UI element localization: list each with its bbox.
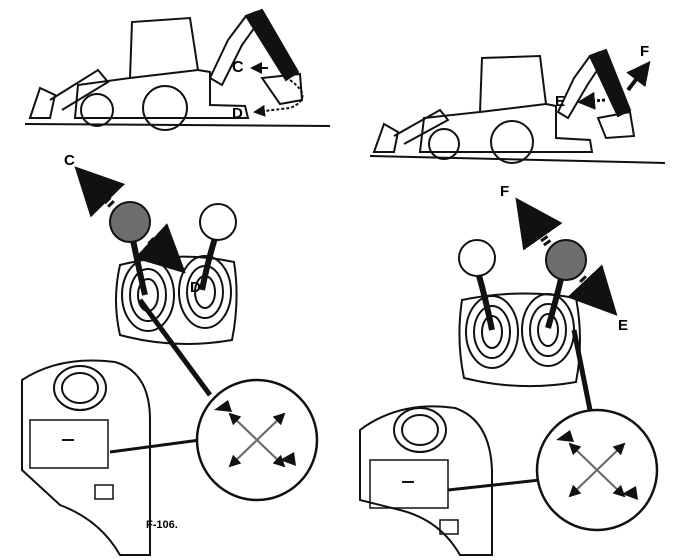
- lever-knob-idle-left[interactable]: [200, 204, 236, 240]
- callout-circle-right: [537, 410, 657, 530]
- control-console-right: [360, 406, 492, 555]
- backhoe-machine-left: [25, 10, 330, 130]
- lever-label-e: E: [618, 317, 628, 334]
- callout-circle-left: [197, 380, 317, 500]
- lever-knob-active-right[interactable]: [546, 240, 586, 280]
- lever-assembly-right: [459, 272, 580, 386]
- control-console-left: [22, 360, 150, 555]
- machine-label-c: C: [232, 59, 244, 76]
- lever-knob-active-left[interactable]: [110, 202, 150, 242]
- machine-label-d: D: [232, 105, 243, 122]
- lever-assembly-left: [116, 235, 237, 344]
- lever-knob-idle-right[interactable]: [459, 240, 495, 276]
- backhoe-machine-right: [370, 50, 665, 163]
- figure-caption: F-106.: [146, 519, 178, 531]
- lever-label-d: D: [190, 279, 201, 296]
- lever-label-c: C: [64, 152, 75, 169]
- machine-label-e: E: [555, 93, 565, 110]
- machine-label-f: F: [640, 43, 649, 60]
- lever-label-f: F: [500, 183, 509, 200]
